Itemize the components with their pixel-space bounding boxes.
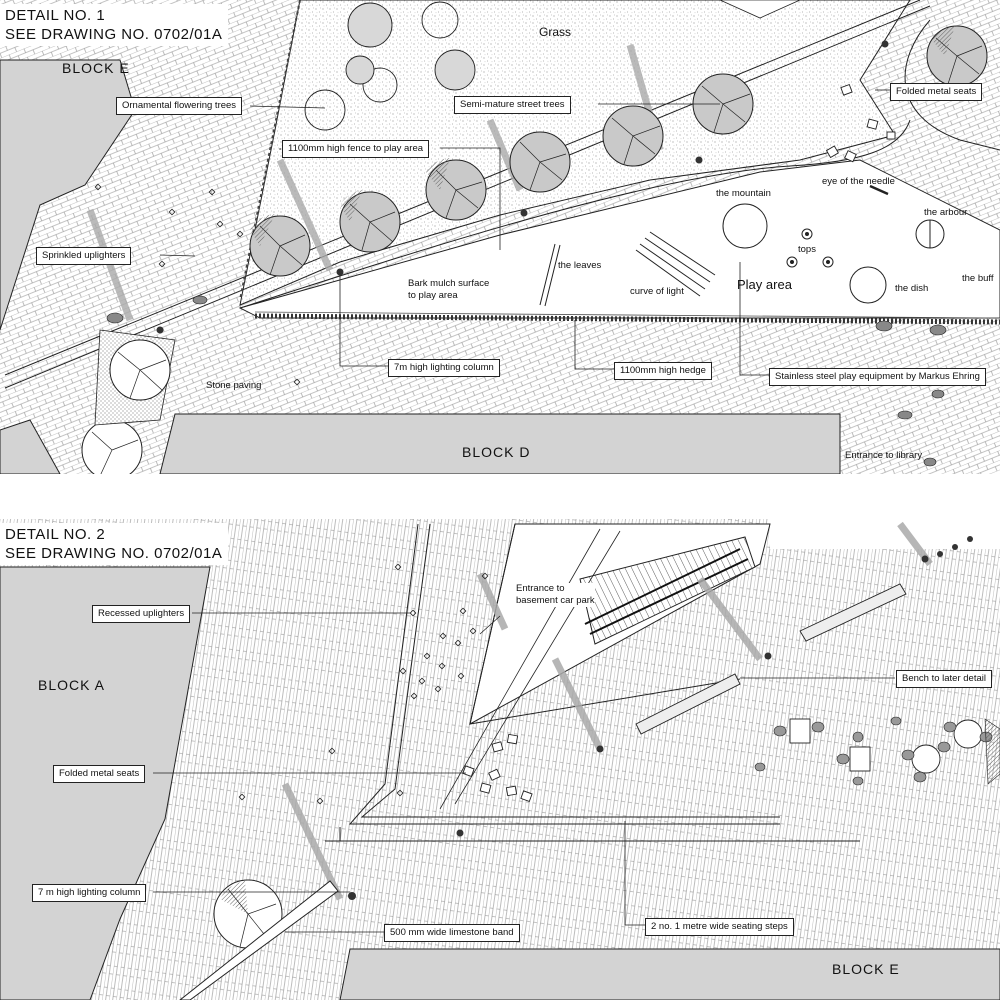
people-figures [106,295,947,467]
building-corner [0,419,61,474]
callout-limestone-band: 500 mm wide limestone band [384,924,520,942]
the-dish-label: the dish [895,283,929,294]
ramp-guides [439,528,621,810]
folded-seats [462,733,533,803]
the-buff-label: the buff [962,273,994,284]
callout-lighting-column: 7m high lighting column [388,359,500,377]
grass-label: Grass [539,25,572,39]
callout-fence: 1100mm high fence to play area [282,140,430,158]
detail-2-header: DETAIL NO. 2 SEE DRAWING NO. 0702/01A [0,523,229,565]
cafe-tables [789,718,983,774]
block-e-label: BLOCK E [62,60,130,76]
callout-lighting-column-2: 7 m high lighting column [32,884,147,902]
detail-1-panel: DETAIL NO. 1 SEE DRAWING NO. 0702/01A BL… [0,0,1000,474]
block-a-label: BLOCK A [38,677,105,693]
leader-lines [159,89,890,376]
walls [325,523,860,842]
the-mountain-label: the mountain [716,188,771,199]
callout-semi-mature-trees: Semi-mature street trees [454,96,571,114]
detail-1-title: DETAIL NO. 1 [5,7,106,24]
tree-canopy-lines [227,888,277,948]
callout-play-equipment: Stainless steel play equipment by Markus… [769,368,986,386]
panel-gap [0,474,1000,519]
the-dish-element [849,266,887,304]
benches [635,583,907,735]
hedge [254,313,1000,325]
planter [984,718,1000,785]
mound-edge [719,0,801,19]
play-area-label: Play area [737,277,792,292]
tree-shadow-strips [281,521,933,901]
eye-of-needle-element [869,184,889,196]
callout-uplighters: Sprinkled uplighters [36,247,132,265]
detail-2-title: DETAIL NO. 2 [5,526,106,543]
lighting-columns [156,40,889,334]
detail-2-panel: DETAIL NO. 2 SEE DRAWING NO. 0702/01A BL… [0,519,1000,1000]
ramp-edge [469,523,741,725]
bark-mulch-label: Bark mulch surface to play area [408,278,490,301]
callout-recessed-uplighters: Recessed uplighters [92,605,191,623]
block-e-building [339,948,1000,1000]
escalator-rails [584,548,749,635]
the-leaves-element [539,243,561,307]
leader-lines [153,612,895,933]
stone-paving-label: Stone paving [206,380,262,391]
detail-2-subtitle: SEE DRAWING NO. 0702/01A [5,545,223,562]
the-mountain-element [722,203,768,249]
callout-hedge: 1100mm high hedge [614,362,712,380]
callout-seating-steps: 2 no. 1 metre wide seating steps [645,918,794,936]
block-d-label: BLOCK D [462,444,531,460]
tops-label: tops [798,244,816,255]
the-arbour-label: the arbour [924,207,968,218]
entrance-library-label: Entrance to library [845,450,923,461]
recessed-uplighters [238,563,489,805]
detail-2-plan-drawing [0,519,1000,1000]
block-d-building [159,413,841,474]
ornamental-trees [304,1,476,131]
eye-of-the-needle-label: eye of the needle [822,176,895,187]
uplighters [94,183,301,386]
play-boundary-curve [239,119,911,309]
detail-1-plan-drawing [0,0,1000,474]
tree-canopy-lines [117,351,167,399]
curve-of-light-element [635,231,716,297]
play-equipment [539,184,945,307]
the-leaves-label: the leaves [558,260,602,271]
callout-folded-seats-2: Folded metal seats [53,765,146,783]
limestone-band [179,880,339,1000]
callout-folded-seats: Folded metal seats [890,83,983,101]
curve-of-light-label: curve of light [630,286,684,297]
block-e-label-2: BLOCK E [832,961,900,977]
block-e-building [0,59,136,331]
folded-seats [825,83,896,163]
lighting-columns [348,536,973,900]
callout-ornamental-trees: Ornamental flowering trees [116,97,243,115]
detail-1-header: DETAIL NO. 1 SEE DRAWING NO. 0702/01A [0,4,229,46]
callout-bench: Bench to later detail [896,670,992,688]
car-park-entrance-label: Entrance to basement car park [516,583,595,607]
tree-hatch-shadows [250,26,955,246]
hedge-edge [254,311,1000,319]
open-corner [770,519,1000,549]
detail-1-subtitle: SEE DRAWING NO. 0702/01A [5,26,223,43]
